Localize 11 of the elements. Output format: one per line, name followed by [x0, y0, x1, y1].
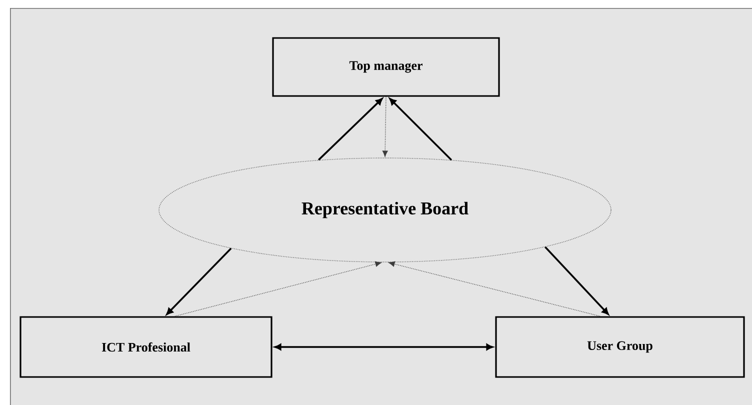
role-box: Top manager: [272, 37, 500, 97]
arrow: [174, 261, 382, 317]
role-box: User Group: [495, 316, 745, 378]
arrow: [382, 96, 388, 157]
arrow: [544, 246, 609, 315]
arrow: [274, 344, 493, 350]
arrow: [388, 261, 600, 317]
role-box: ICT Profesional: [20, 316, 272, 378]
arrow: [166, 248, 232, 315]
arrow: [318, 98, 383, 161]
arrow: [389, 98, 452, 161]
